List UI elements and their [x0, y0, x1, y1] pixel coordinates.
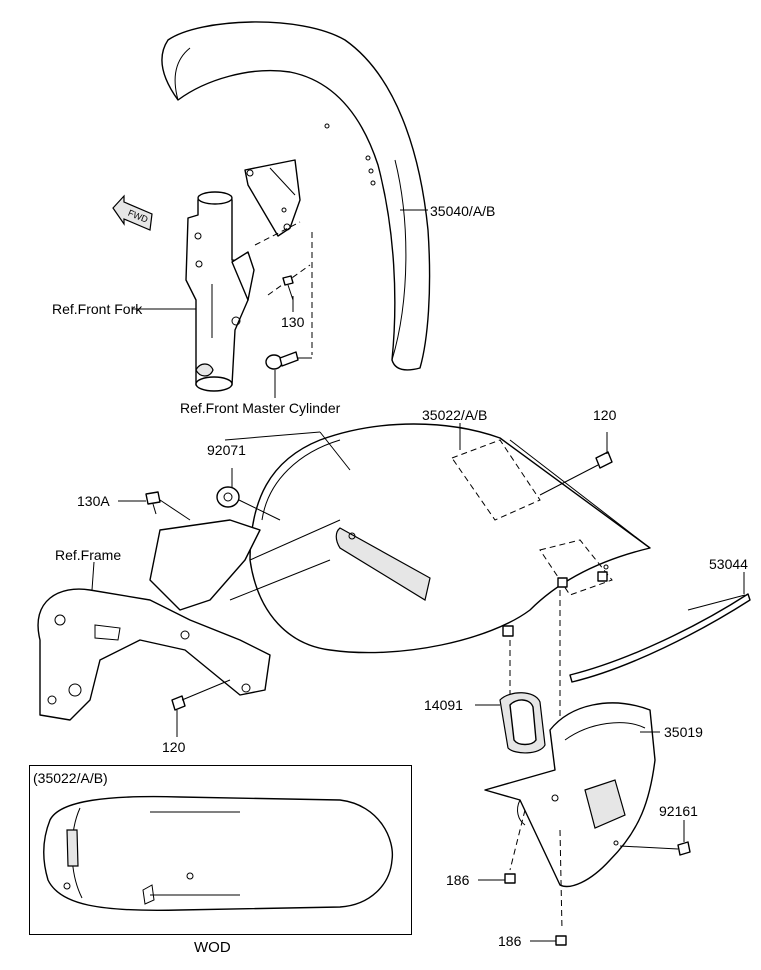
pad-14091 — [475, 692, 546, 754]
label-120-top: 120 — [593, 407, 617, 423]
label-35040: 35040/A/B — [430, 203, 496, 219]
clamp-ring — [265, 232, 313, 398]
inset-caption: WOD — [194, 939, 231, 956]
fwd-arrow-icon: FWD — [112, 194, 153, 231]
inset-fender-drawing — [43, 795, 394, 911]
label-92161: 92161 — [659, 803, 698, 819]
grommet-92071 — [216, 468, 281, 521]
label-ref-frame: Ref.Frame — [55, 547, 122, 563]
bolt-130a — [118, 491, 191, 521]
bolt-186-b — [530, 935, 567, 946]
label-130a: 130A — [77, 493, 110, 509]
label-186-b: 186 — [498, 933, 522, 949]
label-92071: 92071 — [207, 442, 246, 458]
rear-flap-35019 — [484, 702, 660, 931]
label-186-a: 186 — [446, 872, 470, 888]
front-fork — [132, 191, 311, 392]
label-ref-front-fork: Ref.Front Fork — [52, 301, 143, 317]
label-14091: 14091 — [424, 697, 463, 713]
label-120-bottom: 120 — [162, 739, 186, 755]
label-130: 130 — [281, 314, 305, 330]
label-35019: 35019 — [664, 724, 703, 740]
strip-53044 — [569, 572, 751, 683]
bolt-130 — [282, 275, 294, 312]
reflector-92161 — [619, 820, 691, 856]
rear-fender — [249, 423, 651, 760]
front-fender — [161, 21, 431, 371]
ref-frame — [37, 431, 351, 721]
label-ref-front-master-cylinder: Ref.Front Master Cylinder — [180, 400, 341, 416]
bolt-120-bottom — [171, 679, 231, 737]
label-35022: 35022/A/B — [422, 407, 488, 423]
inset-title: (35022/A/B) — [33, 770, 108, 786]
bolt-186-a — [478, 873, 516, 884]
inset-frame — [29, 765, 412, 935]
label-53044: 53044 — [709, 556, 748, 572]
bolt-120-top — [539, 432, 613, 496]
